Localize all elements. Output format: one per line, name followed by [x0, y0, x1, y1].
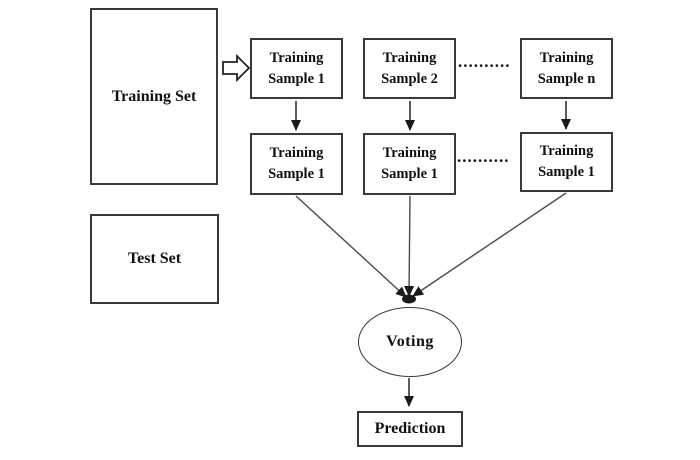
box-label-line: Sample 2: [381, 70, 438, 87]
box-label-line: Training: [382, 145, 437, 161]
training-set-label: Training Set: [111, 87, 197, 105]
box-label-line: Training: [382, 49, 437, 66]
converge-point-blob: [402, 294, 416, 304]
converge-line-right: [412, 192, 567, 297]
test-set-box: Test Set: [90, 214, 219, 304]
box-label-line: Training: [269, 49, 324, 66]
voting-ellipse: Voting: [358, 307, 462, 377]
training-sample-1-bottom-box-3: Training Sample 1: [520, 132, 613, 192]
box-label-line: Training: [539, 143, 594, 159]
box-label-line: Training: [539, 49, 594, 66]
training-set-box: Training Set: [90, 8, 218, 185]
test-set-label: Test Set: [127, 250, 182, 267]
prediction-label: Prediction: [374, 420, 446, 437]
converge-line-left: [295, 195, 407, 298]
ellipsis-top: ..........: [458, 52, 511, 71]
training-sample-2-top-box: Training Sample 2: [363, 38, 456, 99]
box-label-line: Sample 1: [538, 164, 595, 180]
training-sample-1-bottom-box-2: Training Sample 1: [363, 133, 456, 195]
box-label-line: Training: [269, 145, 324, 161]
box-label-line: Sample n: [537, 70, 596, 87]
block-arrow-icon: [222, 53, 251, 83]
training-sample-1-bottom-box-1: Training Sample 1: [250, 133, 343, 195]
voting-label: Voting: [386, 333, 434, 350]
box-label-line: Sample 1: [268, 70, 325, 87]
converge-line-middle: [404, 195, 415, 297]
box-label-line: Sample 1: [381, 166, 438, 182]
ellipsis-bottom: ..........: [457, 147, 510, 166]
box-label-line: Sample 1: [268, 166, 325, 182]
prediction-box: Prediction: [357, 411, 463, 447]
training-sample-n-top-box: Training Sample n: [520, 38, 613, 99]
training-sample-1-top-box: Training Sample 1: [250, 38, 343, 99]
